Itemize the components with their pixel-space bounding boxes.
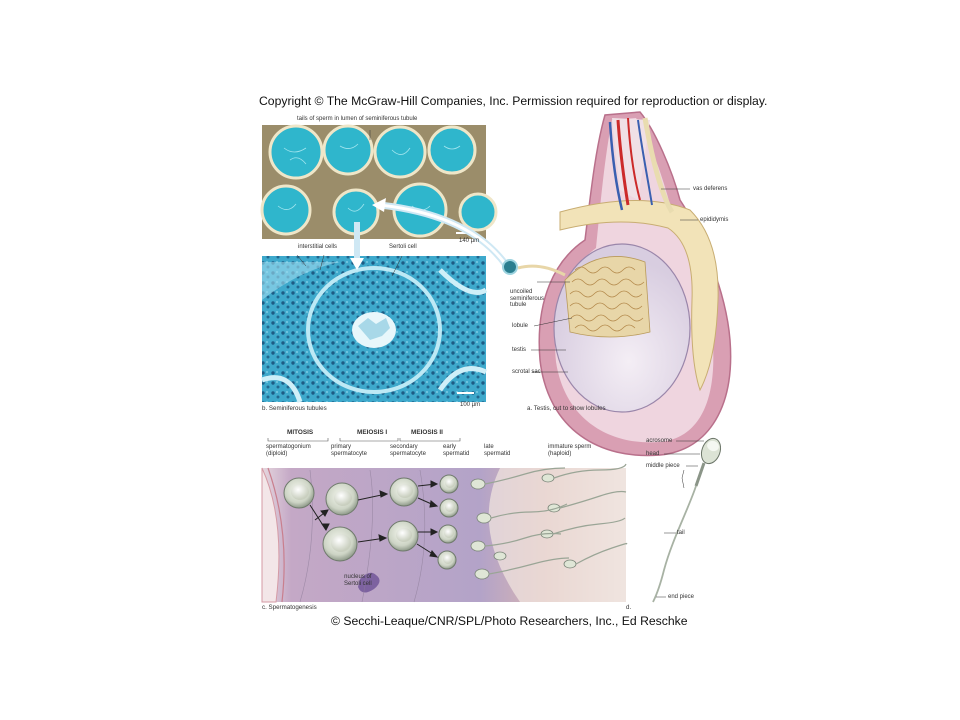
cell-early-spermatid-3 (438, 524, 458, 544)
cell-secondary-2 (387, 520, 419, 552)
phase-meiosis-2: MEIOSIS II (411, 429, 443, 436)
cell-early-spermatid-1 (439, 474, 459, 494)
phase-mitosis: MITOSIS (287, 429, 314, 436)
copyright-notice: Copyright © The McGraw-Hill Companies, I… (259, 94, 768, 108)
caption-panel-d: d. (626, 604, 632, 611)
cell-spermatogonium-1 (283, 477, 315, 509)
label-lobule: lobule (512, 323, 529, 329)
mature-sperm-illustration (652, 437, 722, 603)
label-early-spermatid: early spermatid (443, 444, 470, 457)
scale-bar-140: 140 µm (459, 238, 480, 244)
label-spermatogonium: spermatogonium (diploid) (266, 444, 311, 457)
label-immature-sperm: immature sperm (haploid) (548, 444, 592, 457)
sem-micrograph (260, 124, 498, 239)
label-sperm-tails: tails of sperm in lumen of seminiferous … (297, 116, 418, 122)
caption-panel-c: c. Spermatogenesis (262, 604, 317, 611)
light-micrograph (261, 256, 488, 403)
label-middle-piece: middle piece (646, 463, 680, 469)
label-sertoli-nucleus: nucleus of Sertoli cell (344, 574, 372, 587)
label-testis: testis (512, 347, 527, 353)
photo-credit: © Secchi-Leaque/CNR/SPL/Photo Researcher… (331, 614, 688, 628)
label-interstitial-cells: interstitial cells (298, 244, 338, 250)
label-scrotal-sac: scrotal sac (512, 369, 541, 375)
cell-primary-1 (325, 482, 359, 516)
cell-secondary-1 (389, 477, 419, 507)
label-head: head (646, 451, 660, 457)
label-secondary-spermatocyte: secondary spermatocyte (390, 444, 427, 457)
caption-panel-a: a. Testis, cut to show lobules (527, 405, 606, 412)
cell-spermatogonium-2 (322, 526, 358, 562)
scale-bar-100: 100 µm (460, 402, 481, 408)
label-late-spermatid: late spermatid (484, 444, 511, 457)
label-primary-spermatocyte: primary spermatocyte (331, 444, 368, 457)
label-sertoli-cell: Sertoli cell (389, 244, 417, 250)
label-acrosome: acrosome (646, 438, 673, 444)
phase-meiosis-1: MEIOSIS I (357, 429, 388, 436)
label-tail: tail (677, 530, 685, 536)
cell-early-spermatid-2 (439, 498, 459, 518)
label-end-piece: end piece (668, 594, 695, 600)
label-epididymis: epididymis (700, 217, 729, 223)
cell-early-spermatid-4 (437, 550, 457, 570)
caption-panel-b: b. Seminiferous tubules (262, 405, 327, 412)
label-vas-deferens: vas deferens (693, 186, 728, 192)
testis-illustration (517, 111, 732, 457)
label-uncoiled-tubule: uncoiled seminiferous tubule (510, 289, 545, 309)
